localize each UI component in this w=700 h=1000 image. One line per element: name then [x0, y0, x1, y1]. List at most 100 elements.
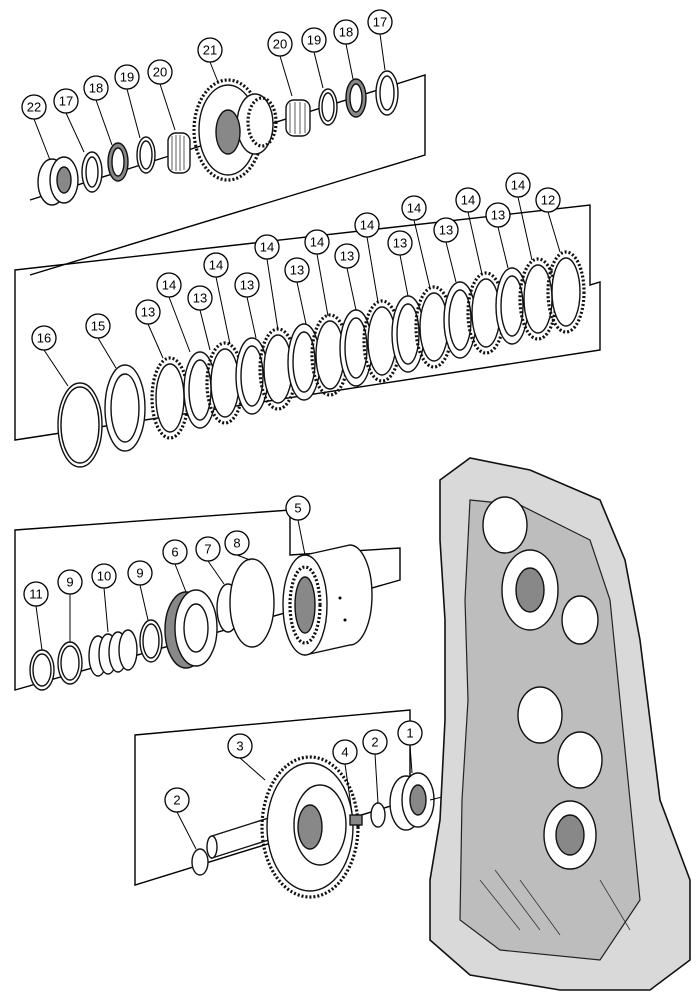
callout-4: 4	[332, 739, 358, 814]
callout-circle	[31, 325, 57, 351]
callout-number: 13	[240, 278, 254, 293]
callout-circle	[114, 64, 140, 90]
callout-leader	[296, 281, 307, 325]
callout-number: 10	[97, 569, 111, 584]
callout-14: 14	[304, 229, 330, 317]
callout-circle	[301, 27, 327, 53]
callout-circle	[57, 569, 83, 595]
callout-number: 14	[260, 240, 274, 255]
callout-circle	[187, 285, 213, 311]
needle-bearing-20-right	[285, 99, 311, 137]
callout-number: 6	[171, 545, 178, 560]
callout-leader	[345, 43, 354, 80]
callout-number: 21	[203, 43, 217, 58]
snap-ring-16	[57, 382, 103, 468]
callout-13: 13	[234, 272, 260, 339]
callout-number: 3	[236, 739, 243, 754]
callout-number: 17	[59, 94, 73, 109]
ring-19-right	[318, 88, 338, 126]
callout-circle	[234, 272, 260, 298]
callout-8: 8	[224, 530, 251, 561]
callout-circle	[485, 202, 511, 228]
callout-circle	[83, 75, 109, 101]
callout-circle	[197, 37, 223, 63]
callout-leader	[33, 118, 51, 161]
callout-5: 5	[285, 495, 311, 556]
callout-leader	[246, 296, 257, 339]
callout-number: 16	[37, 331, 51, 346]
callout-number: 22	[27, 100, 41, 115]
callout-leader	[467, 211, 483, 275]
callout-13: 13	[334, 243, 360, 311]
callout-circle	[387, 230, 413, 256]
callout-leader	[236, 554, 251, 561]
clutch-disc-stack	[150, 250, 586, 440]
callout-22: 22	[21, 94, 51, 161]
callout-number: 17	[373, 15, 387, 30]
callout-circle	[254, 234, 280, 260]
callout-leader	[174, 563, 187, 593]
callout-circle	[362, 729, 388, 755]
frame-clutch-pack	[14, 204, 601, 441]
callout-leader	[497, 226, 509, 269]
callout-leader	[207, 560, 225, 585]
callout-9: 9	[127, 560, 153, 621]
snap-ring-17-right	[375, 70, 399, 116]
callout-17: 17	[53, 88, 85, 153]
callout-leader	[126, 88, 141, 139]
washer-18-right	[345, 78, 367, 118]
needle-bearing-20-left	[167, 132, 191, 174]
callout-circle	[535, 187, 561, 213]
callout-leader	[103, 587, 109, 633]
callout-15: 15	[85, 313, 117, 369]
callout-number: 18	[89, 81, 103, 96]
snap-ring-2-left	[191, 848, 209, 876]
callout-14: 14	[505, 172, 533, 261]
callout-leader	[316, 253, 329, 317]
callout-leader	[445, 241, 457, 283]
callout-21: 21	[197, 37, 223, 83]
callout-leader	[199, 309, 211, 351]
callout-14: 14	[203, 252, 231, 345]
callout-16: 16	[31, 325, 69, 387]
callout-13: 13	[433, 217, 459, 283]
callout-13: 13	[387, 230, 413, 297]
callout-number: 13	[439, 223, 453, 238]
transmission-housing	[429, 457, 691, 991]
callout-leader	[366, 236, 379, 303]
callout-number: 9	[66, 575, 73, 590]
callout-circle	[23, 581, 49, 607]
callout-number: 18	[339, 25, 353, 40]
callout-circle	[21, 94, 47, 120]
callout-circle	[284, 257, 310, 283]
callout-number: 12	[541, 193, 555, 208]
callout-leader	[209, 61, 219, 83]
callout-circle	[135, 299, 161, 325]
callout-number: 13	[290, 263, 304, 278]
bearing-22	[37, 156, 79, 206]
callout-circle	[332, 739, 358, 765]
callout-number: 19	[307, 33, 321, 48]
callout-leader	[313, 51, 324, 89]
clutch-drum-5	[282, 544, 373, 656]
callout-leader	[97, 337, 117, 369]
piston-6	[164, 589, 218, 669]
callout-leader	[95, 99, 113, 146]
callout-circle	[203, 252, 229, 278]
callout-circle	[401, 195, 427, 221]
gear-21	[192, 78, 278, 182]
callout-3: 3	[227, 733, 266, 781]
callout-circle	[367, 9, 393, 35]
callout-20: 20	[267, 31, 293, 97]
callout-circle	[397, 720, 423, 746]
callout-10: 10	[91, 563, 117, 633]
callout-18: 18	[333, 19, 359, 80]
callout-leader	[139, 584, 149, 621]
plate-15	[104, 364, 146, 452]
callout-7: 7	[195, 536, 225, 585]
callout-circle	[164, 787, 190, 813]
callout-circle	[147, 59, 173, 85]
callout-13: 13	[187, 285, 213, 351]
callout-circle	[267, 31, 293, 57]
callout-18: 18	[83, 75, 113, 146]
